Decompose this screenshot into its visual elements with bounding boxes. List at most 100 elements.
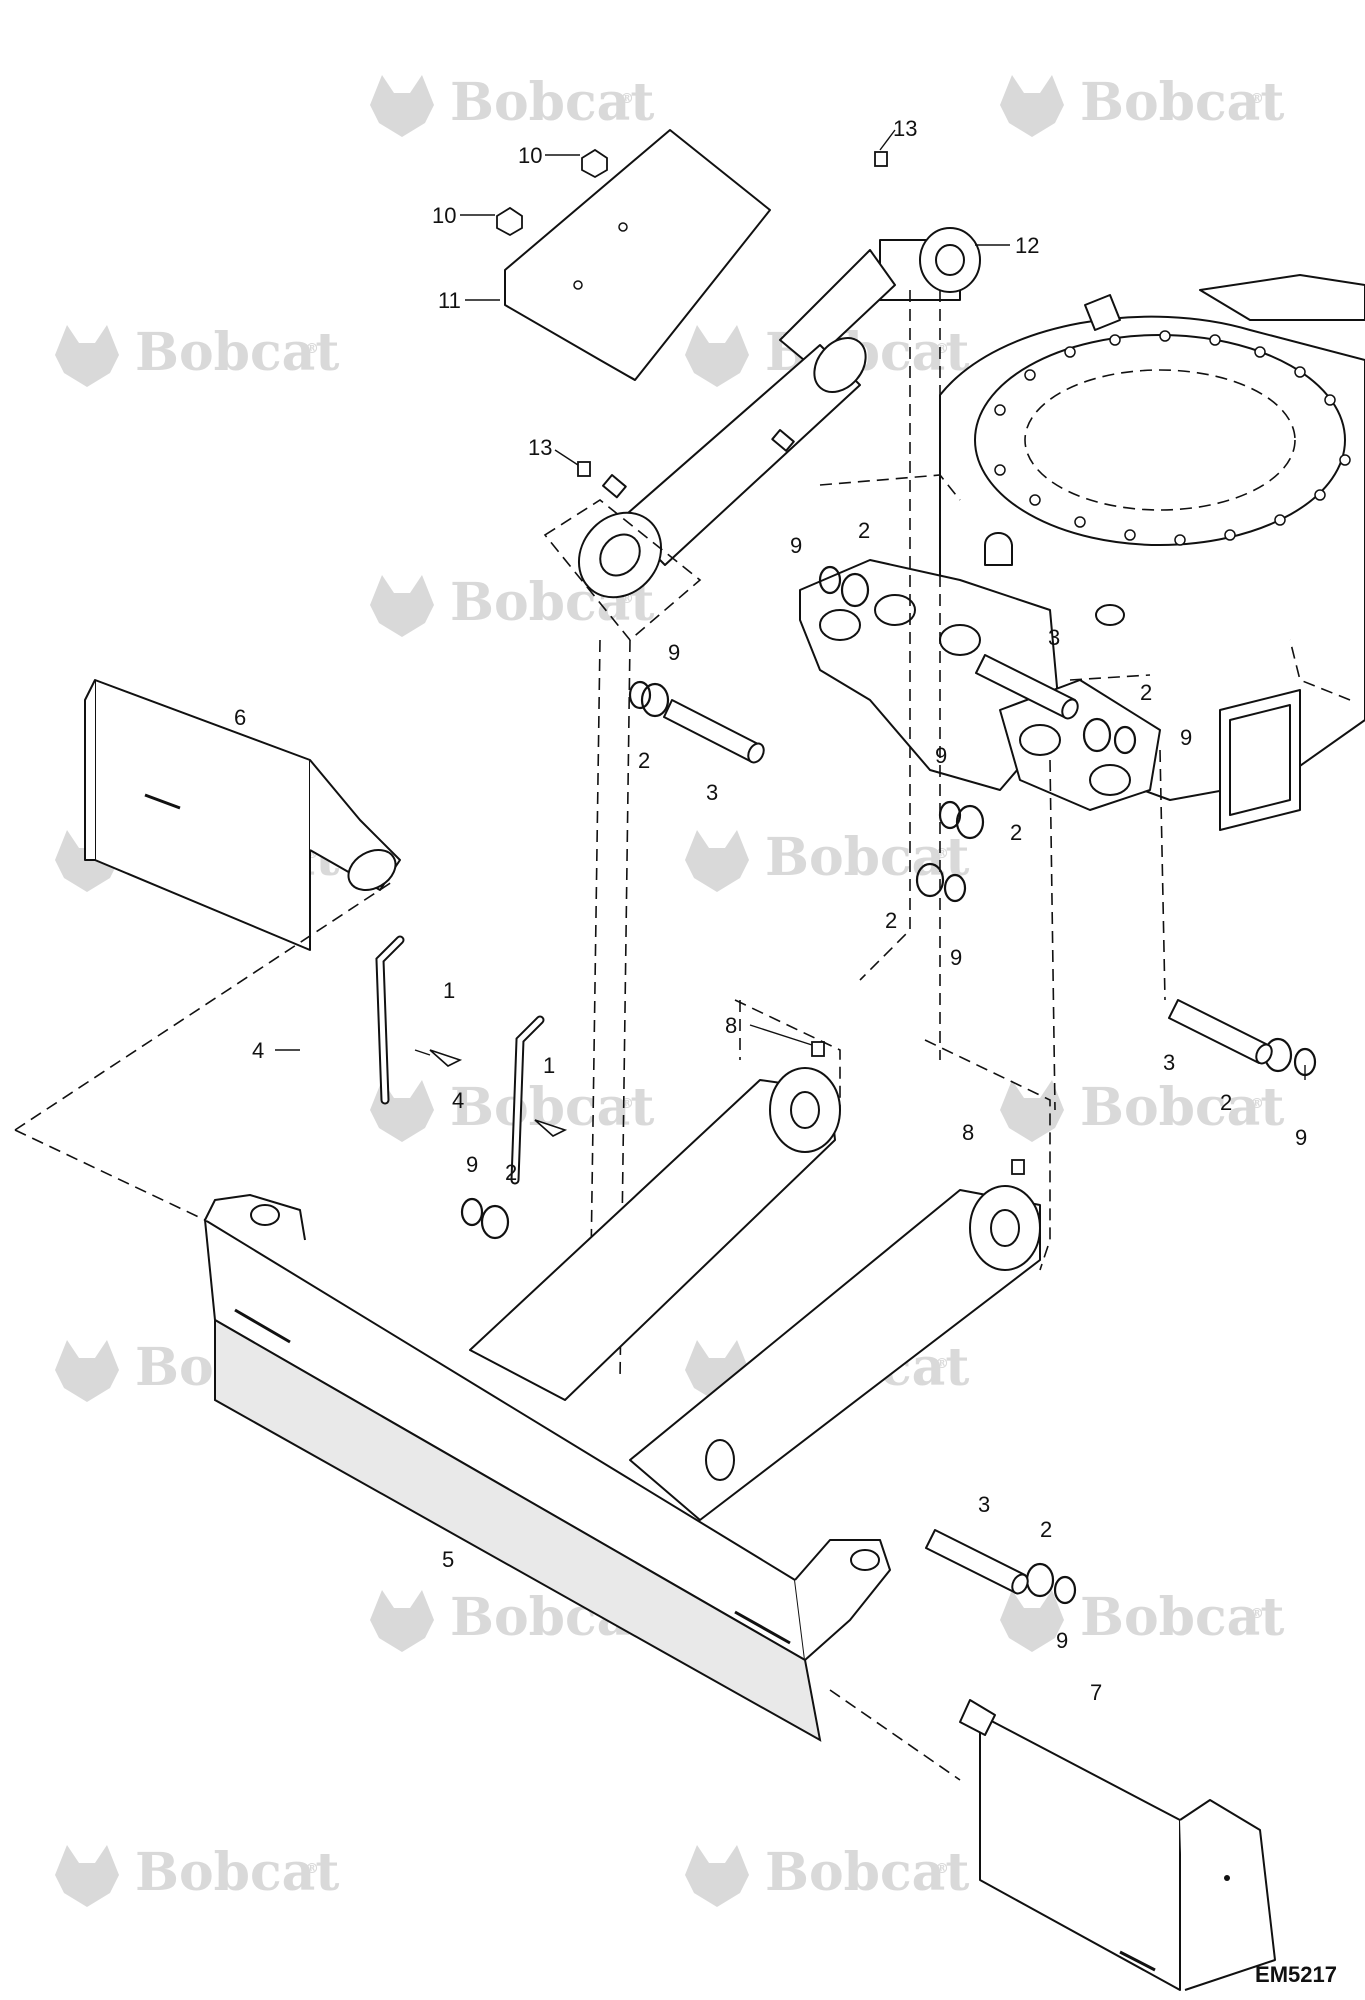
callout-9: 9: [466, 1152, 478, 1177]
pins: [663, 654, 1273, 1595]
blade-arms: [469, 749, 1166, 1521]
part-2-spacer: [1025, 1562, 1055, 1598]
svg-text:Bobcat: Bobcat: [135, 322, 339, 383]
callout-9: 9: [950, 945, 962, 970]
callout-2: 2: [885, 908, 897, 933]
callout-4: 4: [452, 1088, 464, 1113]
callout-3: 3: [706, 780, 718, 805]
part-5-dozer-blade: [14, 879, 961, 1781]
frame-mount-brackets: [799, 474, 1161, 811]
part-11-cylinder-shield: [504, 129, 771, 381]
callout-3: 3: [978, 1492, 990, 1517]
callout-3: 3: [1163, 1050, 1175, 1075]
svg-text:®: ®: [620, 1096, 634, 1112]
svg-text:®: ®: [935, 846, 949, 862]
part-9-ring: [1113, 725, 1137, 755]
callout-13: 13: [528, 435, 552, 460]
callout-2: 2: [1040, 1517, 1052, 1542]
bobcat-logo-icon: [1000, 1590, 1064, 1652]
watermark: Bobcat ®: [55, 1842, 339, 1907]
callout-9: 9: [935, 743, 947, 768]
bobcat-logo-icon: [370, 575, 434, 637]
callout-3: 3: [1048, 625, 1060, 650]
watermark: Bobcat ®: [55, 322, 339, 387]
svg-text:®: ®: [935, 1861, 949, 1877]
part-9-ring: [943, 873, 967, 903]
callout-1: 1: [443, 978, 455, 1003]
drawing-number: EM5217: [1255, 1962, 1337, 1987]
part-1-clip: [534, 1119, 568, 1137]
part-1-clip: [429, 1049, 463, 1067]
watermark: Bobcat ®: [1000, 1587, 1284, 1652]
part-9-ring: [818, 565, 842, 595]
bobcat-logo-icon: [1000, 75, 1064, 137]
part-9-ring: [938, 800, 962, 830]
svg-text:Bobcat: Bobcat: [1080, 1587, 1284, 1648]
watermark: Bobcat ®: [370, 72, 654, 137]
callout-9: 9: [790, 533, 802, 558]
part-10-nut: [496, 206, 523, 237]
svg-text:Bobcat: Bobcat: [135, 1842, 339, 1903]
bobcat-logo-icon: [370, 1590, 434, 1652]
callout-9: 9: [1295, 1125, 1307, 1150]
svg-text:®: ®: [1250, 91, 1264, 107]
watermark: Bobcat ®: [370, 572, 654, 637]
callout-10: 10: [432, 203, 456, 228]
part-10-nut: [581, 148, 608, 179]
callout-5: 5: [442, 1547, 454, 1572]
callout-8: 8: [725, 1013, 737, 1038]
part-13-grease-fitting: [874, 151, 888, 167]
part-9-ring: [460, 1197, 484, 1227]
lock-pins: [375, 935, 568, 1185]
svg-text:®: ®: [305, 341, 319, 357]
callout-2: 2: [858, 518, 870, 543]
callout-4: 4: [252, 1038, 264, 1063]
part-8-grease-fitting: [811, 1041, 825, 1057]
callout-2: 2: [505, 1160, 517, 1185]
fasteners: [496, 148, 1025, 1175]
callout-2: 2: [1220, 1090, 1232, 1115]
watermark: Bobcat ®: [685, 1842, 969, 1907]
part-9-ring: [628, 680, 652, 710]
bobcat-logo-icon: [685, 830, 749, 892]
bobcat-logo-icon: [1000, 1080, 1064, 1142]
svg-text:Bobcat: Bobcat: [1080, 72, 1284, 133]
callout-12: 12: [1015, 233, 1039, 258]
part-9-ring: [1053, 1575, 1077, 1605]
svg-text:Bobcat: Bobcat: [450, 72, 654, 133]
leader-lines: [275, 129, 1306, 1080]
part-6-blade-extension: [84, 679, 401, 951]
callout-13: 13: [893, 116, 917, 141]
svg-text:®: ®: [305, 1861, 319, 1877]
callout-10: 10: [518, 143, 542, 168]
bobcat-logo-icon: [685, 325, 749, 387]
svg-text:Bobcat: Bobcat: [765, 827, 969, 888]
part-13-grease-fitting: [577, 461, 591, 477]
part-2-spacer: [1082, 717, 1112, 753]
svg-text:®: ®: [620, 91, 634, 107]
part-2-spacer: [840, 572, 870, 608]
callout-2: 2: [638, 748, 650, 773]
callout-1: 1: [543, 1053, 555, 1078]
bobcat-logo-icon: [685, 1845, 749, 1907]
watermark: Bobcat ®: [1000, 72, 1284, 137]
svg-text:®: ®: [935, 1356, 949, 1372]
bobcat-logo-icon: [55, 1340, 119, 1402]
callout-9: 9: [668, 640, 680, 665]
callout-2: 2: [1010, 820, 1022, 845]
hydraulic-cylinder: [543, 227, 981, 1381]
callout-2: 2: [1140, 680, 1152, 705]
svg-text:Bobcat: Bobcat: [765, 1842, 969, 1903]
part-3-pin: [925, 1529, 1029, 1595]
callout-11: 11: [438, 288, 461, 313]
callout-9: 9: [1056, 1628, 1068, 1653]
bobcat-logo-icon: [370, 75, 434, 137]
part-3-pin: [663, 699, 765, 764]
watermark: Bobcat ®: [685, 827, 969, 892]
part-2-spacer: [640, 682, 670, 718]
svg-text:®: ®: [1250, 1606, 1264, 1622]
callout-labels: 10 10 11 13 12 13 9 2 9 2 3 3 2 9 9 2 2 …: [234, 116, 1307, 1705]
bobcat-logo-icon: [55, 1845, 119, 1907]
part-2-spacer: [915, 862, 945, 898]
